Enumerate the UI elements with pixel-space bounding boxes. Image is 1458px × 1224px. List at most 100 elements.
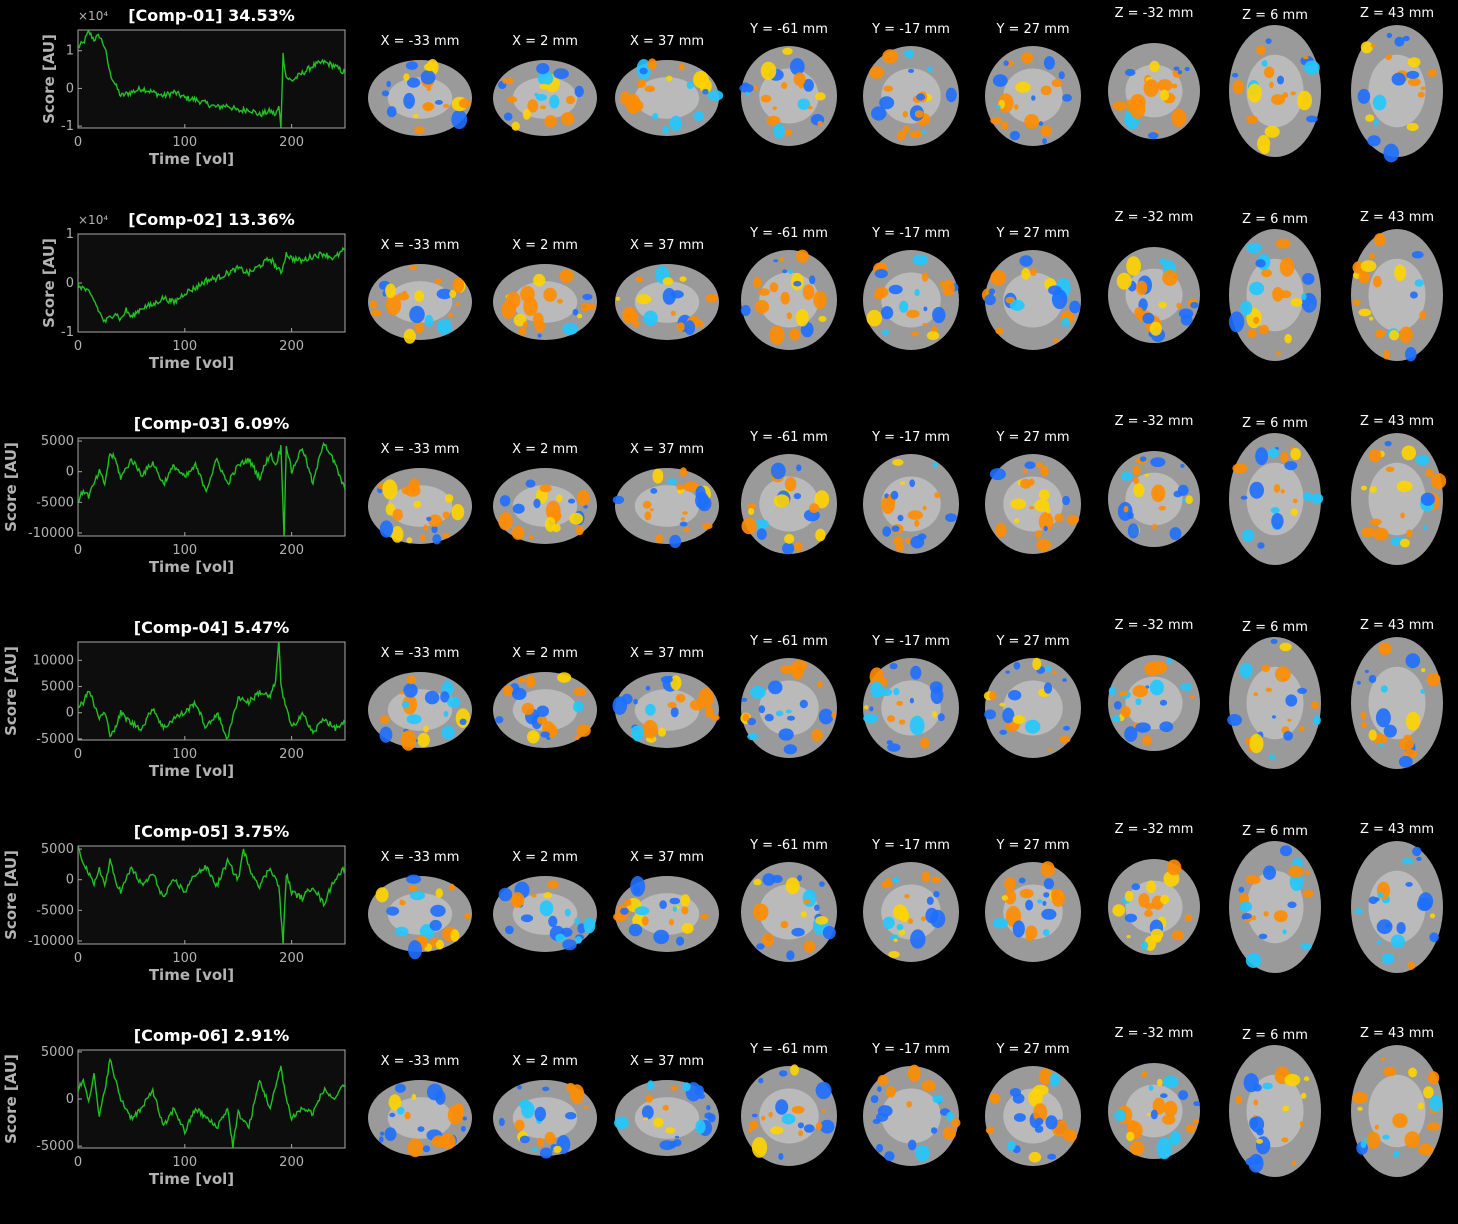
deactivation-blob [639, 67, 648, 75]
activation-blob [392, 508, 403, 521]
deactivation-blob [405, 61, 418, 70]
deactivation-blob [562, 322, 579, 335]
slice-label: X = 37 mm [629, 34, 705, 49]
deactivation-blob [1405, 347, 1417, 362]
activation-blob [1112, 101, 1127, 111]
deactivation-blob [1417, 897, 1432, 912]
deactivation-blob [882, 916, 895, 930]
activation-blob [1392, 1113, 1408, 1129]
brain-slice-image [1108, 859, 1200, 955]
activation-blob [989, 691, 997, 701]
deactivation-blob [535, 93, 547, 101]
activation-blob [402, 290, 408, 295]
deactivation-blob [871, 106, 887, 121]
activation-blob [760, 61, 777, 81]
deactivation-blob [429, 919, 442, 931]
activation-blob [811, 728, 823, 742]
deactivation-blob [386, 106, 397, 118]
activation-blob [754, 300, 770, 314]
activation-blob [1385, 466, 1395, 472]
deactivation-blob [1376, 919, 1393, 935]
activation-blob [552, 510, 562, 521]
activation-blob [1034, 499, 1050, 512]
activation-blob [370, 309, 382, 317]
activation-blob [644, 511, 652, 521]
slice-label: X = -33 mm [380, 646, 460, 661]
activation-blob [693, 70, 709, 89]
deactivation-blob [499, 495, 511, 507]
y-tick-label: -5000 [36, 903, 74, 918]
deactivation-blob [930, 686, 944, 705]
deactivation-blob [1382, 1134, 1390, 1140]
activation-blob [526, 675, 536, 688]
slice-label: Y = 27 mm [996, 430, 1070, 445]
deactivation-blob [695, 1119, 706, 1134]
plot-area [77, 1049, 346, 1149]
activation-blob [566, 95, 575, 105]
deactivation-blob [889, 662, 898, 670]
activation-blob [679, 276, 687, 282]
deactivation-blob [540, 731, 550, 738]
deactivation-blob [672, 1139, 682, 1147]
brain-slice-image [1108, 1063, 1201, 1160]
slice-label: Y = 27 mm [996, 1042, 1070, 1057]
deactivation-blob [818, 708, 834, 725]
deactivation-blob [679, 521, 688, 527]
activation-blob [649, 508, 654, 512]
activation-blob [761, 1115, 766, 1121]
deactivation-blob [778, 728, 794, 741]
activation-blob [379, 715, 390, 724]
activation-blob [931, 876, 941, 883]
slice-label: Y = -61 mm [750, 1042, 828, 1057]
brain-slice-image [985, 1066, 1081, 1166]
deactivation-blob [1398, 755, 1413, 768]
activation-blob [1036, 538, 1052, 552]
plot-area [77, 29, 346, 129]
x-tick-label: 0 [74, 543, 82, 558]
deactivation-blob [1412, 846, 1422, 857]
activation-blob [898, 719, 906, 725]
deactivation-blob [1180, 682, 1193, 691]
activation-blob [1366, 1131, 1381, 1149]
deactivation-blob [822, 925, 836, 940]
activation-blob [1040, 125, 1052, 137]
deactivation-blob [1374, 897, 1380, 902]
deactivation-blob [820, 1119, 835, 1134]
activation-blob [1142, 735, 1152, 746]
slice-label: Y = -61 mm [750, 634, 828, 649]
activation-blob [909, 130, 922, 138]
deactivation-blob [1135, 722, 1151, 733]
activation-blob [644, 85, 656, 93]
white-matter [387, 1097, 453, 1139]
deactivation-blob [984, 709, 996, 720]
activation-blob [1288, 865, 1304, 878]
deactivation-blob [1241, 915, 1246, 920]
score-trace [78, 846, 345, 944]
y-exponent-label: ×10⁴ [78, 213, 108, 227]
deactivation-blob [389, 1112, 396, 1118]
deactivation-blob [459, 718, 467, 725]
activation-blob [800, 911, 807, 918]
deactivation-blob [630, 876, 646, 897]
deactivation-blob [1240, 300, 1253, 316]
activation-blob [1249, 733, 1264, 754]
activation-blob [821, 1109, 826, 1113]
activation-blob [831, 711, 836, 719]
deactivation-blob [788, 269, 793, 275]
activation-blob [1189, 695, 1195, 699]
slice-label: Z = -32 mm [1114, 618, 1194, 633]
slice-label: Z = -32 mm [1114, 210, 1194, 225]
deactivation-blob [420, 70, 436, 85]
component-title: [Comp-05] 3.75% [133, 822, 290, 841]
activation-blob [877, 1074, 889, 1086]
activation-blob [1132, 465, 1141, 476]
deactivation-blob [460, 1125, 466, 1132]
activation-blob [543, 287, 557, 302]
deactivation-blob [741, 697, 748, 702]
brain-slice-image [863, 250, 959, 350]
x-tick-label: 100 [172, 951, 197, 966]
deactivation-blob [814, 904, 820, 911]
y-tick-label: 10000 [33, 653, 74, 668]
activation-blob [1420, 86, 1426, 91]
activation-blob [1032, 657, 1042, 671]
